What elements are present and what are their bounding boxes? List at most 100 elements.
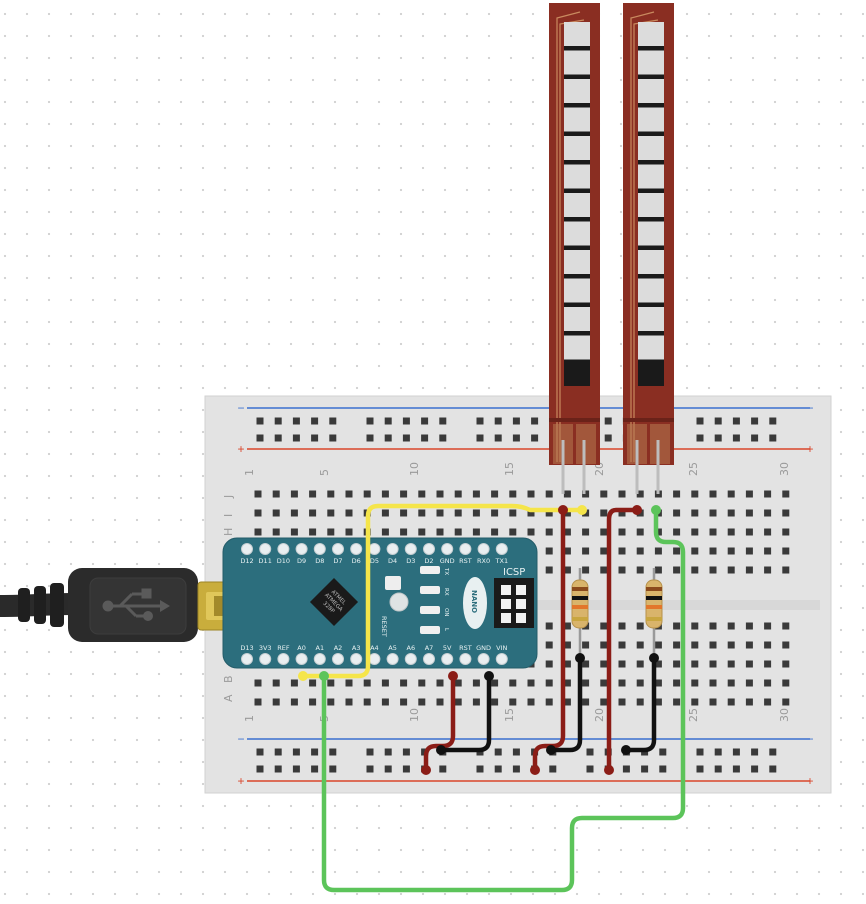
breadboard-hole[interactable] (618, 641, 626, 649)
breadboard-hole[interactable] (764, 566, 772, 574)
breadboard-hole[interactable] (727, 641, 735, 649)
breadboard-hole[interactable] (691, 528, 699, 536)
rail-hole[interactable] (769, 748, 777, 756)
arduino-pin[interactable] (459, 543, 472, 555)
breadboard-hole[interactable] (691, 566, 699, 574)
rail-hole[interactable] (402, 748, 410, 756)
breadboard-hole[interactable] (727, 660, 735, 668)
breadboard-hole[interactable] (673, 547, 681, 555)
breadboard-hole[interactable] (764, 528, 772, 536)
arduino-pin[interactable] (332, 543, 344, 555)
breadboard-hole[interactable] (454, 509, 462, 517)
breadboard-hole[interactable] (636, 490, 644, 498)
breadboard-hole[interactable] (454, 490, 462, 498)
breadboard-hole[interactable] (745, 641, 753, 649)
breadboard-hole[interactable] (327, 698, 335, 706)
breadboard-hole[interactable] (745, 490, 753, 498)
breadboard-hole[interactable] (545, 641, 553, 649)
breadboard-hole[interactable] (381, 528, 389, 536)
breadboard-hole[interactable] (764, 679, 772, 687)
breadboard-hole[interactable] (563, 490, 571, 498)
breadboard-hole[interactable] (691, 660, 699, 668)
breadboard-hole[interactable] (618, 509, 626, 517)
rail-hole[interactable] (751, 748, 759, 756)
breadboard-hole[interactable] (272, 509, 280, 517)
breadboard-hole[interactable] (654, 698, 662, 706)
rail-hole[interactable] (329, 434, 337, 442)
rail-hole[interactable] (714, 765, 722, 773)
breadboard-hole[interactable] (691, 641, 699, 649)
rail-hole[interactable] (732, 748, 740, 756)
arduino-pin[interactable] (368, 543, 381, 555)
breadboard-hole[interactable] (654, 660, 662, 668)
arduino-pin[interactable] (495, 543, 508, 555)
breadboard-hole[interactable] (727, 566, 735, 574)
breadboard-hole[interactable] (272, 490, 280, 498)
breadboard-hole[interactable] (709, 566, 717, 574)
rail-hole[interactable] (439, 417, 447, 425)
breadboard-hole[interactable] (691, 547, 699, 555)
breadboard-hole[interactable] (509, 490, 517, 498)
breadboard-hole[interactable] (600, 566, 608, 574)
rail-hole[interactable] (329, 417, 337, 425)
breadboard-hole[interactable] (563, 679, 571, 687)
breadboard-hole[interactable] (472, 528, 480, 536)
arduino-pin[interactable] (459, 653, 472, 665)
breadboard-hole[interactable] (691, 622, 699, 630)
arduino-pin[interactable] (404, 543, 417, 555)
breadboard-hole[interactable] (709, 622, 717, 630)
breadboard-hole[interactable] (418, 679, 426, 687)
rail-hole[interactable] (531, 434, 539, 442)
breadboard-hole[interactable] (491, 509, 499, 517)
breadboard-hole[interactable] (400, 698, 408, 706)
rail-hole[interactable] (586, 765, 594, 773)
breadboard-hole[interactable] (491, 679, 499, 687)
rail-hole[interactable] (292, 765, 300, 773)
breadboard-hole[interactable] (527, 509, 535, 517)
rail-hole[interactable] (604, 417, 612, 425)
resistor-2[interactable] (645, 568, 663, 658)
breadboard-hole[interactable] (618, 528, 626, 536)
breadboard-hole[interactable] (345, 679, 353, 687)
rail-hole[interactable] (732, 434, 740, 442)
rail-hole[interactable] (384, 765, 392, 773)
breadboard-hole[interactable] (436, 490, 444, 498)
breadboard-hole[interactable] (618, 679, 626, 687)
breadboard-hole[interactable] (491, 490, 499, 498)
breadboard-hole[interactable] (727, 528, 735, 536)
arduino-pin[interactable] (495, 653, 508, 665)
breadboard-hole[interactable] (309, 679, 317, 687)
breadboard-hole[interactable] (745, 679, 753, 687)
rail-hole[interactable] (696, 417, 704, 425)
breadboard-hole[interactable] (381, 490, 389, 498)
breadboard-hole[interactable] (673, 566, 681, 574)
breadboard-hole[interactable] (436, 679, 444, 687)
rail-hole[interactable] (311, 748, 319, 756)
breadboard-hole[interactable] (600, 528, 608, 536)
breadboard-hole[interactable] (582, 528, 590, 536)
breadboard-hole[interactable] (545, 509, 553, 517)
arduino-pin[interactable] (277, 653, 290, 665)
breadboard-hole[interactable] (509, 509, 517, 517)
rail-hole[interactable] (714, 748, 722, 756)
arduino-pin[interactable] (350, 653, 363, 665)
breadboard-hole[interactable] (545, 698, 553, 706)
breadboard-hole[interactable] (254, 528, 262, 536)
breadboard-hole[interactable] (563, 660, 571, 668)
rail-hole[interactable] (384, 434, 392, 442)
breadboard-hole[interactable] (327, 679, 335, 687)
breadboard-hole[interactable] (290, 490, 298, 498)
rail-hole[interactable] (696, 434, 704, 442)
breadboard-hole[interactable] (636, 679, 644, 687)
breadboard-hole[interactable] (436, 528, 444, 536)
rail-hole[interactable] (751, 765, 759, 773)
rail-hole[interactable] (696, 748, 704, 756)
breadboard-hole[interactable] (709, 698, 717, 706)
rail-hole[interactable] (421, 434, 429, 442)
breadboard-hole[interactable] (782, 547, 790, 555)
arduino-pin[interactable] (332, 653, 344, 665)
rail-hole[interactable] (329, 748, 337, 756)
breadboard-hole[interactable] (290, 679, 298, 687)
rail-hole[interactable] (384, 417, 392, 425)
breadboard-hole[interactable] (254, 679, 262, 687)
